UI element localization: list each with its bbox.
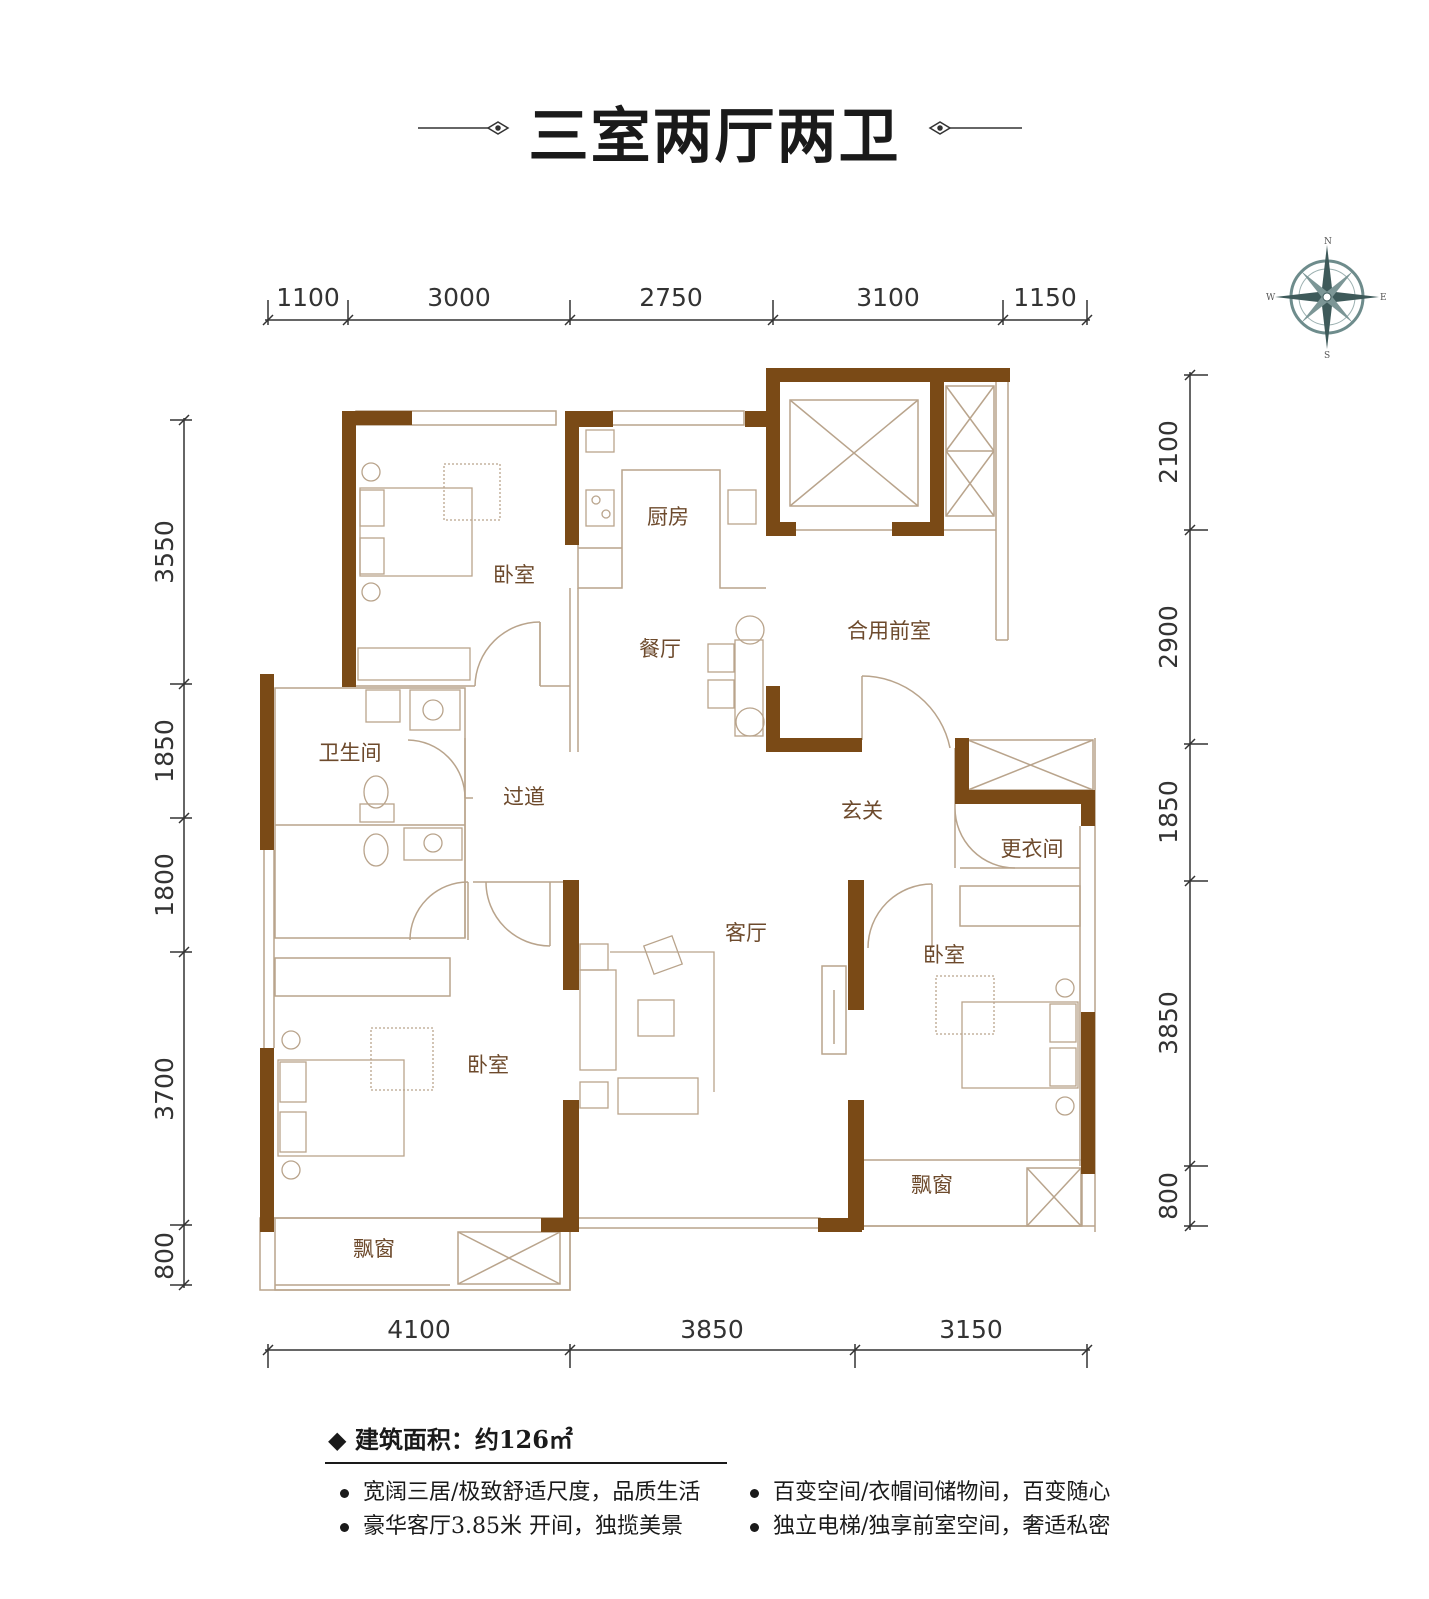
feature-text: 百变空间/衣帽间储物间，百变随心	[773, 1480, 1111, 1505]
feature-text: 豪华客厅3.85米 开间，独揽美景	[363, 1514, 683, 1539]
dim-top-2: 3000	[427, 283, 491, 312]
compass-s: S	[1324, 351, 1330, 361]
dimension-line-left	[170, 414, 192, 1291]
dining-table	[734, 639, 764, 737]
dim-right-2: 2900	[1154, 605, 1183, 669]
room-label-bathroom: 卫生间	[319, 741, 382, 765]
bed-right	[961, 1001, 1079, 1089]
dim-left-2: 1850	[150, 719, 179, 783]
bullet-icon	[340, 1488, 349, 1498]
area-divider	[325, 1462, 727, 1464]
dim-left-4: 3700	[150, 1057, 179, 1121]
dim-right-3: 1850	[1154, 780, 1183, 844]
furniture	[277, 429, 1079, 1180]
bed-top	[359, 487, 473, 577]
dim-top-5: 1150	[1013, 283, 1077, 312]
dim-left-3: 1800	[150, 853, 179, 917]
feature-item: 百变空间/衣帽间储物间，百变随心	[750, 1474, 1110, 1506]
dimension-line-bottom	[262, 1344, 1093, 1368]
room-label-foyer: 玄关	[841, 799, 883, 823]
room-label-corridor: 过道	[503, 785, 545, 809]
dim-right-5: 800	[1154, 1172, 1183, 1220]
room-label-lobby: 合用前室	[847, 619, 931, 643]
title-ornament-left	[418, 121, 510, 135]
room-label-bedroom-left: 卧室	[467, 1053, 509, 1077]
feature-item: 独立电梯/独享前室空间，奢适私密	[750, 1508, 1110, 1540]
building-area-text: 建筑面积：约126㎡	[354, 1425, 573, 1454]
building-area: ◆ 建筑面积：约126㎡	[328, 1420, 573, 1455]
feature-text: 独立电梯/独享前室空间，奢适私密	[773, 1514, 1111, 1539]
room-label-kitchen: 厨房	[647, 505, 689, 529]
structural-walls	[260, 368, 1095, 1232]
page-title: 三室两厅两卫	[528, 102, 901, 172]
compass-icon	[1275, 245, 1379, 349]
dimension-line-top	[262, 300, 1093, 326]
dim-left-5: 800	[150, 1232, 179, 1280]
dim-left-1: 3550	[150, 520, 179, 584]
bullet-icon	[340, 1522, 349, 1532]
room-label-cloakroom: 更衣间	[1001, 837, 1064, 861]
feature-item: 豪华客厅3.85米 开间，独揽美景	[340, 1508, 683, 1540]
diamond-icon: ◆	[328, 1425, 347, 1454]
dim-bottom-2: 3850	[680, 1315, 744, 1344]
dim-bottom-1: 4100	[387, 1315, 451, 1344]
dim-right-1: 2100	[1154, 420, 1183, 484]
dim-top-1: 1100	[276, 283, 340, 312]
feature-item: 宽阔三居/极致舒适尺度，品质生活	[340, 1474, 700, 1506]
room-label-bedroom-top: 卧室	[493, 563, 535, 587]
bullet-icon	[750, 1488, 759, 1498]
compass-e: E	[1380, 293, 1387, 303]
door-swings	[407, 621, 1016, 949]
dim-right-4: 3850	[1154, 991, 1183, 1055]
bullet-icon	[750, 1522, 759, 1532]
room-label-bay-left: 飘窗	[353, 1237, 395, 1261]
dim-top-4: 3100	[856, 283, 920, 312]
room-label-living: 客厅	[725, 921, 767, 945]
compass-n: N	[1324, 237, 1332, 247]
bed-left	[277, 1059, 405, 1157]
title-ornament-right	[928, 121, 1022, 135]
room-label-bay-right: 飘窗	[911, 1173, 953, 1197]
compass-w: W	[1266, 293, 1276, 303]
dimension-line-right	[1184, 369, 1208, 1232]
feature-text: 宽阔三居/极致舒适尺度，品质生活	[363, 1480, 701, 1505]
dim-top-3: 2750	[639, 283, 703, 312]
room-label-bedroom-right: 卧室	[923, 943, 965, 967]
dim-bottom-3: 3150	[939, 1315, 1003, 1344]
room-label-dining: 餐厅	[639, 637, 681, 661]
